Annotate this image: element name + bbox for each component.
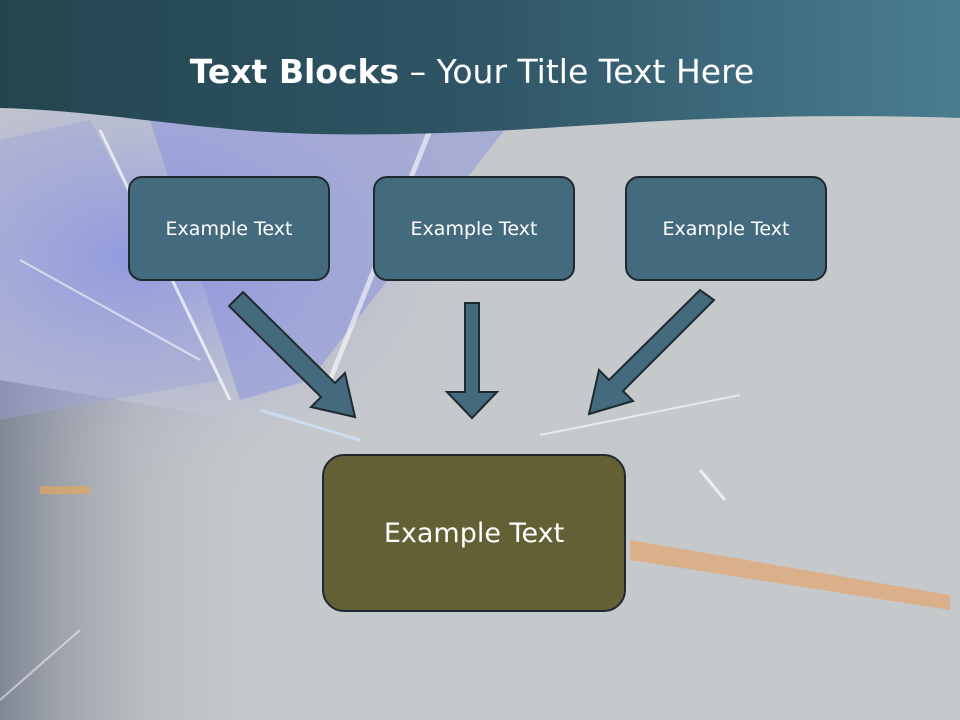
arrow-down-right-icon (227, 290, 357, 419)
title-rest: – Your Title Text Here (399, 52, 755, 91)
arrow-down-icon (444, 302, 500, 420)
slide-title: Text Blocks – Your Title Text Here (0, 52, 944, 91)
example-text-box-main: Example Text (322, 454, 626, 612)
example-text-box-1: Example Text (128, 176, 330, 281)
title-bold: Text Blocks (189, 52, 400, 91)
arrow-down-left-icon (587, 288, 716, 416)
example-text-box-3: Example Text (625, 176, 827, 281)
example-text-box-2: Example Text (373, 176, 575, 281)
